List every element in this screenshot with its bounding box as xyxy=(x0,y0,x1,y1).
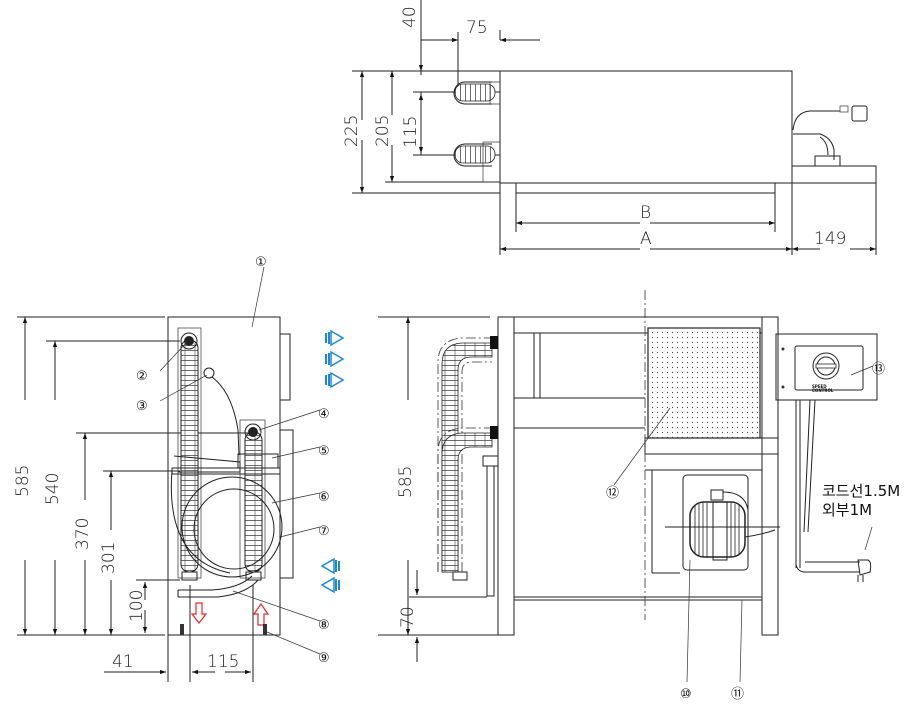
dim-70: 70 xyxy=(398,606,418,628)
dim-540: 540 xyxy=(43,473,63,505)
dim-41: 41 xyxy=(112,652,134,672)
speed-knob[interactable] xyxy=(812,352,840,380)
air-filter-mesh xyxy=(647,327,761,439)
callout-12: ⑫ xyxy=(606,486,619,501)
control-box-top xyxy=(791,165,877,184)
dim-115-top: 115 xyxy=(401,116,421,148)
callout-1: ① xyxy=(255,255,267,270)
screw-left xyxy=(180,624,184,635)
callout-2: ② xyxy=(136,369,148,384)
screw-right xyxy=(263,624,267,635)
dim-149: 149 xyxy=(814,229,846,249)
dim-100: 100 xyxy=(127,590,147,622)
frame-left-post xyxy=(497,316,515,636)
speed-control-box: SPEED CONTROL xyxy=(775,333,878,401)
pipe-bend-lower xyxy=(437,426,498,581)
dim-A: A xyxy=(640,229,652,249)
cord-length-note: 코드선1.5M xyxy=(822,482,900,500)
top-view: 75 40 225 205 115 xyxy=(342,0,877,255)
pipe-fitting-lower xyxy=(453,141,501,183)
fan-motor xyxy=(665,474,780,571)
callout-6: ⑥ xyxy=(318,490,330,505)
control-label: CONTROL xyxy=(812,388,834,393)
dim-301: 301 xyxy=(99,542,119,574)
callout-7: ⑦ xyxy=(318,524,330,539)
dim-40: 40 xyxy=(400,6,420,28)
side-view: 585 540 370 301 100 xyxy=(13,266,345,682)
coil-right xyxy=(244,431,263,573)
callout-8: ⑧ xyxy=(318,618,330,633)
front-view: 585 70 xyxy=(378,290,900,683)
airflow-out-icon xyxy=(325,329,345,389)
callout-13: ⑬ xyxy=(872,362,885,377)
dim-115-side: 115 xyxy=(207,652,239,672)
callout-11: ⑪ xyxy=(731,687,744,702)
callout-5: ⑤ xyxy=(318,444,330,459)
water-out-arrow-icon xyxy=(190,602,208,624)
water-in-arrow-icon xyxy=(252,602,270,626)
dim-585-front: 585 xyxy=(396,466,416,498)
dim-225: 225 xyxy=(342,115,362,147)
fan-inner xyxy=(193,488,275,570)
callouts: ① ② ③ ④ ⑤ ⑥ ⑦ ⑧ ⑨ ⑩ ⑪ ⑫ ⑬ xyxy=(136,255,885,702)
dim-205: 205 xyxy=(373,115,393,147)
callout-3: ③ xyxy=(136,399,148,414)
frame-right-post xyxy=(761,316,779,636)
callout-4: ④ xyxy=(318,407,330,422)
base-plate-top xyxy=(515,182,776,194)
dim-B: B xyxy=(640,203,651,223)
callout-9: ⑨ xyxy=(318,651,330,666)
pipe-fitting-upper xyxy=(453,81,501,105)
dim-370: 370 xyxy=(73,518,93,550)
fan-outer xyxy=(181,476,283,578)
callout-10: ⑩ xyxy=(680,687,692,702)
unit-body-top xyxy=(499,70,793,184)
cord-external-note: 외부1M xyxy=(822,501,872,519)
dim-75: 75 xyxy=(466,18,488,38)
dim-585-side: 585 xyxy=(13,465,33,497)
airflow-in-icon xyxy=(320,557,340,594)
speed-label: SPEED xyxy=(812,384,827,389)
